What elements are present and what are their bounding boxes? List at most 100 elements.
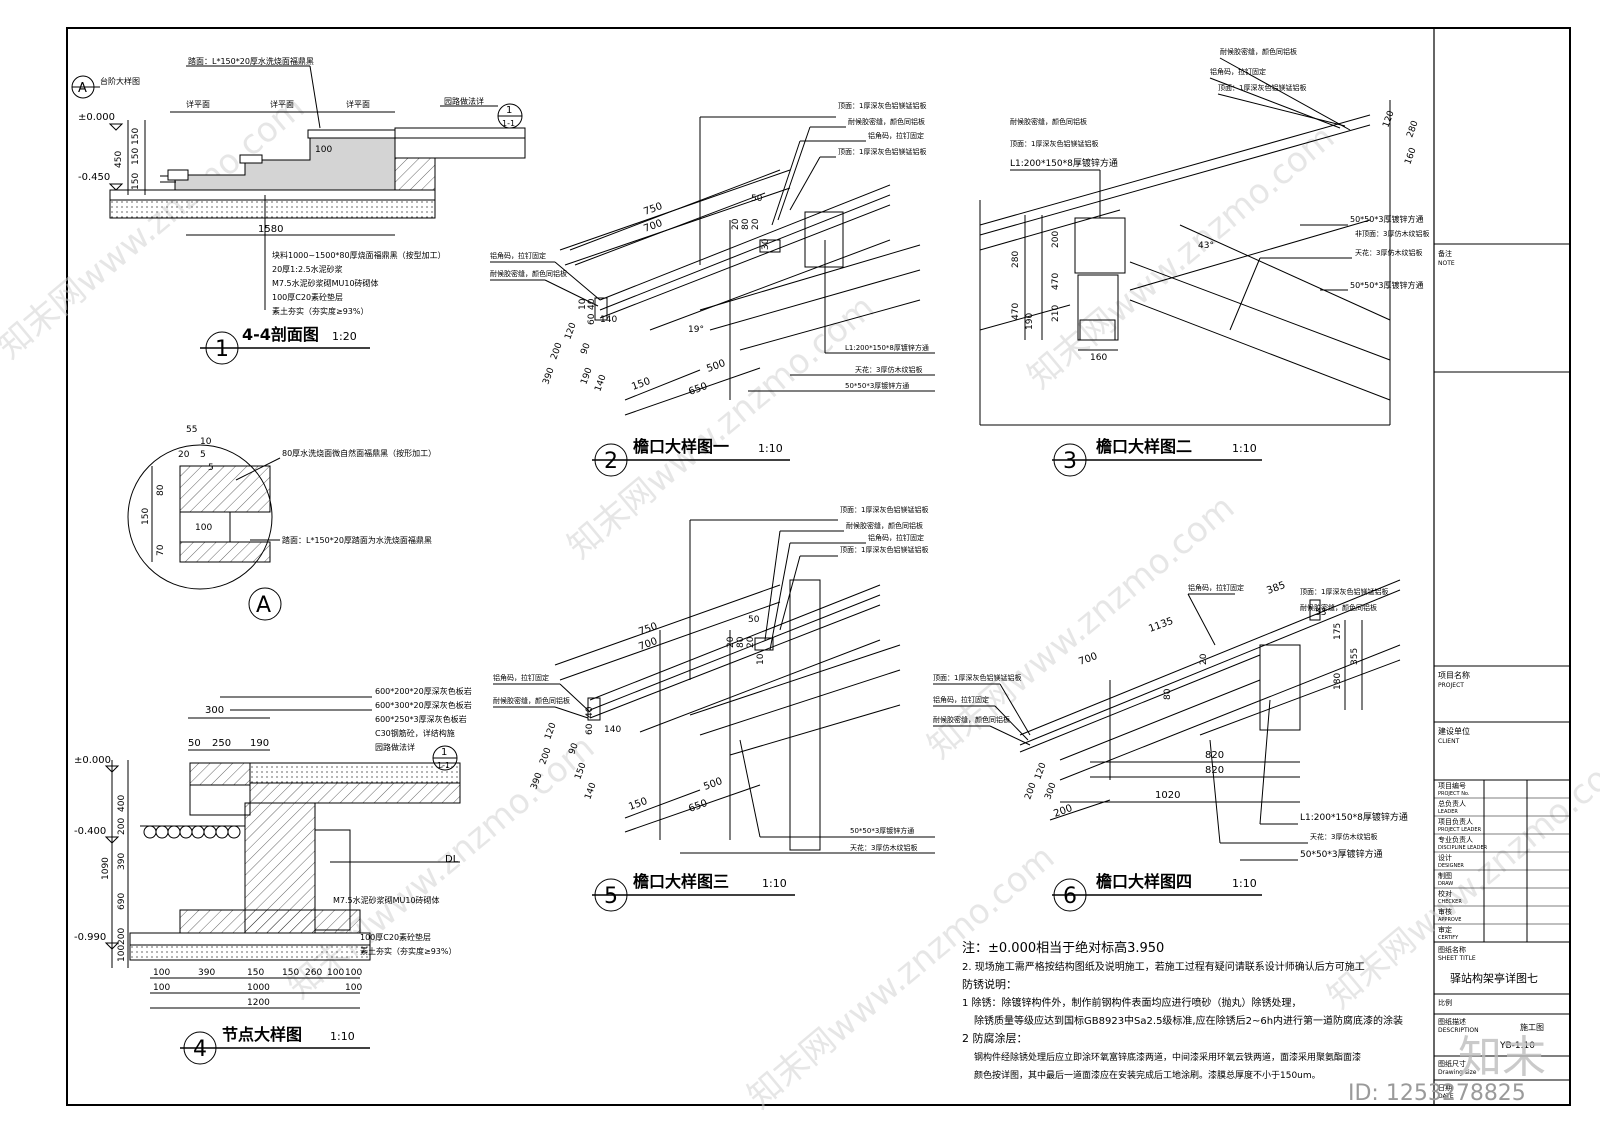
- dim-140b: 140: [583, 781, 598, 801]
- ref-sub: 1-1: [437, 761, 450, 770]
- drawing-no: YB-1.10: [1499, 1041, 1535, 1051]
- ref-num: 1: [506, 105, 512, 116]
- dim-b2: 100: [345, 983, 362, 993]
- view-title: 檐口大样图一: [633, 437, 729, 456]
- dim-210: 210: [1051, 305, 1061, 322]
- dim-100: 100: [195, 523, 212, 533]
- dim-120: 120: [1033, 761, 1048, 781]
- dim-40: 40: [585, 706, 595, 718]
- dim-60: 60: [587, 313, 597, 325]
- scale-cn: 比例: [1438, 998, 1452, 1007]
- dim-v: 150: [131, 148, 141, 165]
- label-r: 顶面：1厚深灰色铝镁锰铝板: [840, 545, 928, 554]
- title-block-row-cn: 审核: [1438, 907, 1452, 916]
- dim-80: 80: [156, 484, 166, 496]
- note-line: 除锈质量等级应达到国标GB8923中Sa2.5级标准,应在除锈后2~6h内进行第…: [974, 1014, 1403, 1027]
- layer-5: 素土夯实（夯实度≥93%）: [272, 306, 368, 316]
- dim-1020: 1020: [1155, 790, 1180, 801]
- dim-90: 90: [579, 342, 592, 356]
- tread-label: 详平面: [186, 99, 210, 109]
- layer-2: 600*300*20厚深灰色板岩: [375, 700, 472, 710]
- dim-120: 120: [543, 721, 558, 741]
- layer-1: 块料1000~1500*80厚烧面福鼎黑（按型加工）: [272, 250, 446, 260]
- dim-30: 30: [761, 238, 771, 250]
- dim-b: 100: [153, 968, 170, 978]
- dim-v: 150: [131, 128, 141, 145]
- view-a-detail: 55 10 20 5 5 80 150 70 100 80厚水洗烧面微自然面福鼎…: [127, 425, 436, 621]
- dim-v: 450: [114, 151, 124, 168]
- pebble-layer: [143, 825, 241, 839]
- label: 顶面：1厚深灰色铝镁锰铝板: [1300, 587, 1388, 596]
- size-en: Drawing size: [1438, 1069, 1477, 1076]
- dim-120: 120: [563, 321, 578, 341]
- level-0: ±0.000: [74, 755, 111, 766]
- drawing-title: 驿站构架亭详图七: [1450, 971, 1538, 985]
- dim-b2: 1000: [247, 983, 270, 993]
- title-block-row-en: PROJECT No.: [1438, 791, 1470, 797]
- dl-label: DL: [445, 854, 459, 865]
- label-b: 50*50*3厚镀锌方通: [850, 826, 914, 835]
- view-num: 3: [1063, 449, 1077, 474]
- label: 50*50*3厚镀锌方通: [1300, 848, 1383, 860]
- ref-sub: 1-1: [502, 119, 515, 128]
- dim-390: 390: [541, 366, 556, 386]
- label: L1:200*150*8厚镀锌方通: [1010, 157, 1118, 169]
- view-1-section: A 台阶大样图 踏面：L*150*20厚水洗烧面福鼎黑 园路做法详 1 1-1 …: [71, 56, 526, 365]
- project-cn: 项目名称: [1438, 670, 1470, 680]
- dim-80: 80: [736, 636, 746, 648]
- dim-v: 100: [117, 945, 127, 962]
- dim-90: 90: [567, 742, 580, 756]
- sheet-title-cn: 图纸名称: [1438, 945, 1466, 954]
- label-r: 顶面：1厚深灰色铝镁锰铝板: [838, 101, 926, 110]
- label-r: 顶面：1厚深灰色铝镁锰铝板: [838, 147, 926, 156]
- dim-b: 150: [282, 968, 299, 978]
- view-num: A: [256, 593, 271, 618]
- dim-total: 1200: [247, 998, 270, 1008]
- label-r: 顶面：1厚深灰色铝镁锰铝板: [840, 505, 928, 514]
- label-b: L1:200*150*8厚镀锌方通: [845, 343, 929, 352]
- dim-190: 190: [579, 366, 594, 386]
- dim-700: 700: [637, 636, 659, 653]
- dim-100: 100: [315, 145, 332, 155]
- layer-2: 20厚1:2.5水泥砂浆: [272, 264, 343, 274]
- layer-4: C30钢筋砼，详结构施: [375, 728, 455, 738]
- general-notes: 注：±0.000相当于绝对标高3.950 2. 现场施工需严格按结构图纸及说明施…: [962, 940, 1403, 1081]
- callout-a-mark: A: [78, 81, 87, 96]
- client-en: CLIENT: [1438, 738, 1460, 745]
- dim-40: 40: [587, 298, 597, 310]
- title-block-row-cn: 专业负责人: [1438, 835, 1473, 844]
- view-scale: 1:20: [332, 330, 357, 343]
- dim-v: 690: [117, 893, 127, 910]
- label: 非顶面：3厚仿木纹铝板: [1355, 229, 1429, 238]
- dim-300: 300: [205, 705, 224, 716]
- dim-280: 280: [1405, 119, 1420, 139]
- level-0: ±0.000: [78, 112, 115, 123]
- project-en: PROJECT: [1438, 682, 1464, 689]
- note-line: 防锈说明：: [962, 977, 1017, 991]
- dim-140: 140: [604, 725, 621, 735]
- title-block-row-en: CERTIFY: [1438, 935, 1459, 941]
- dim-b: 100: [327, 968, 344, 978]
- dim-175: 175: [1333, 623, 1343, 640]
- level-099: -0.990: [74, 932, 106, 943]
- label: 50*50*3厚镀锌方通: [1350, 214, 1423, 224]
- label: 耐候胶密缝，颜色同铝板: [1010, 117, 1087, 126]
- view-scale: 1:10: [1232, 877, 1257, 890]
- view-title: 檐口大样图四: [1096, 872, 1192, 891]
- dim-20b: 20: [751, 218, 761, 230]
- dim-200: 200: [549, 341, 564, 361]
- note-1: 80厚水洗烧面微自然面福鼎黑（按形加工）: [282, 448, 436, 458]
- note-en: NOTE: [1438, 260, 1455, 267]
- label: L1:200*150*8厚镀锌方通: [1300, 811, 1408, 823]
- label: 天花：3厚仿木纹铝板: [1355, 248, 1422, 257]
- dim-70: 70: [156, 544, 166, 556]
- note-line: 2 防腐涂层：: [962, 1031, 1028, 1045]
- dim-140b: 140: [593, 373, 608, 393]
- dim-150: 150: [141, 508, 151, 525]
- date-en: DATE: [1438, 1093, 1454, 1100]
- tread-label: 详平面: [270, 99, 294, 109]
- title-block-row-cn: 项目负责人: [1438, 817, 1473, 826]
- dim-300: 300: [1043, 781, 1058, 801]
- dim-20: 20: [178, 450, 190, 460]
- label: 顶面：1厚深灰色铝镁锰铝板: [1010, 139, 1098, 148]
